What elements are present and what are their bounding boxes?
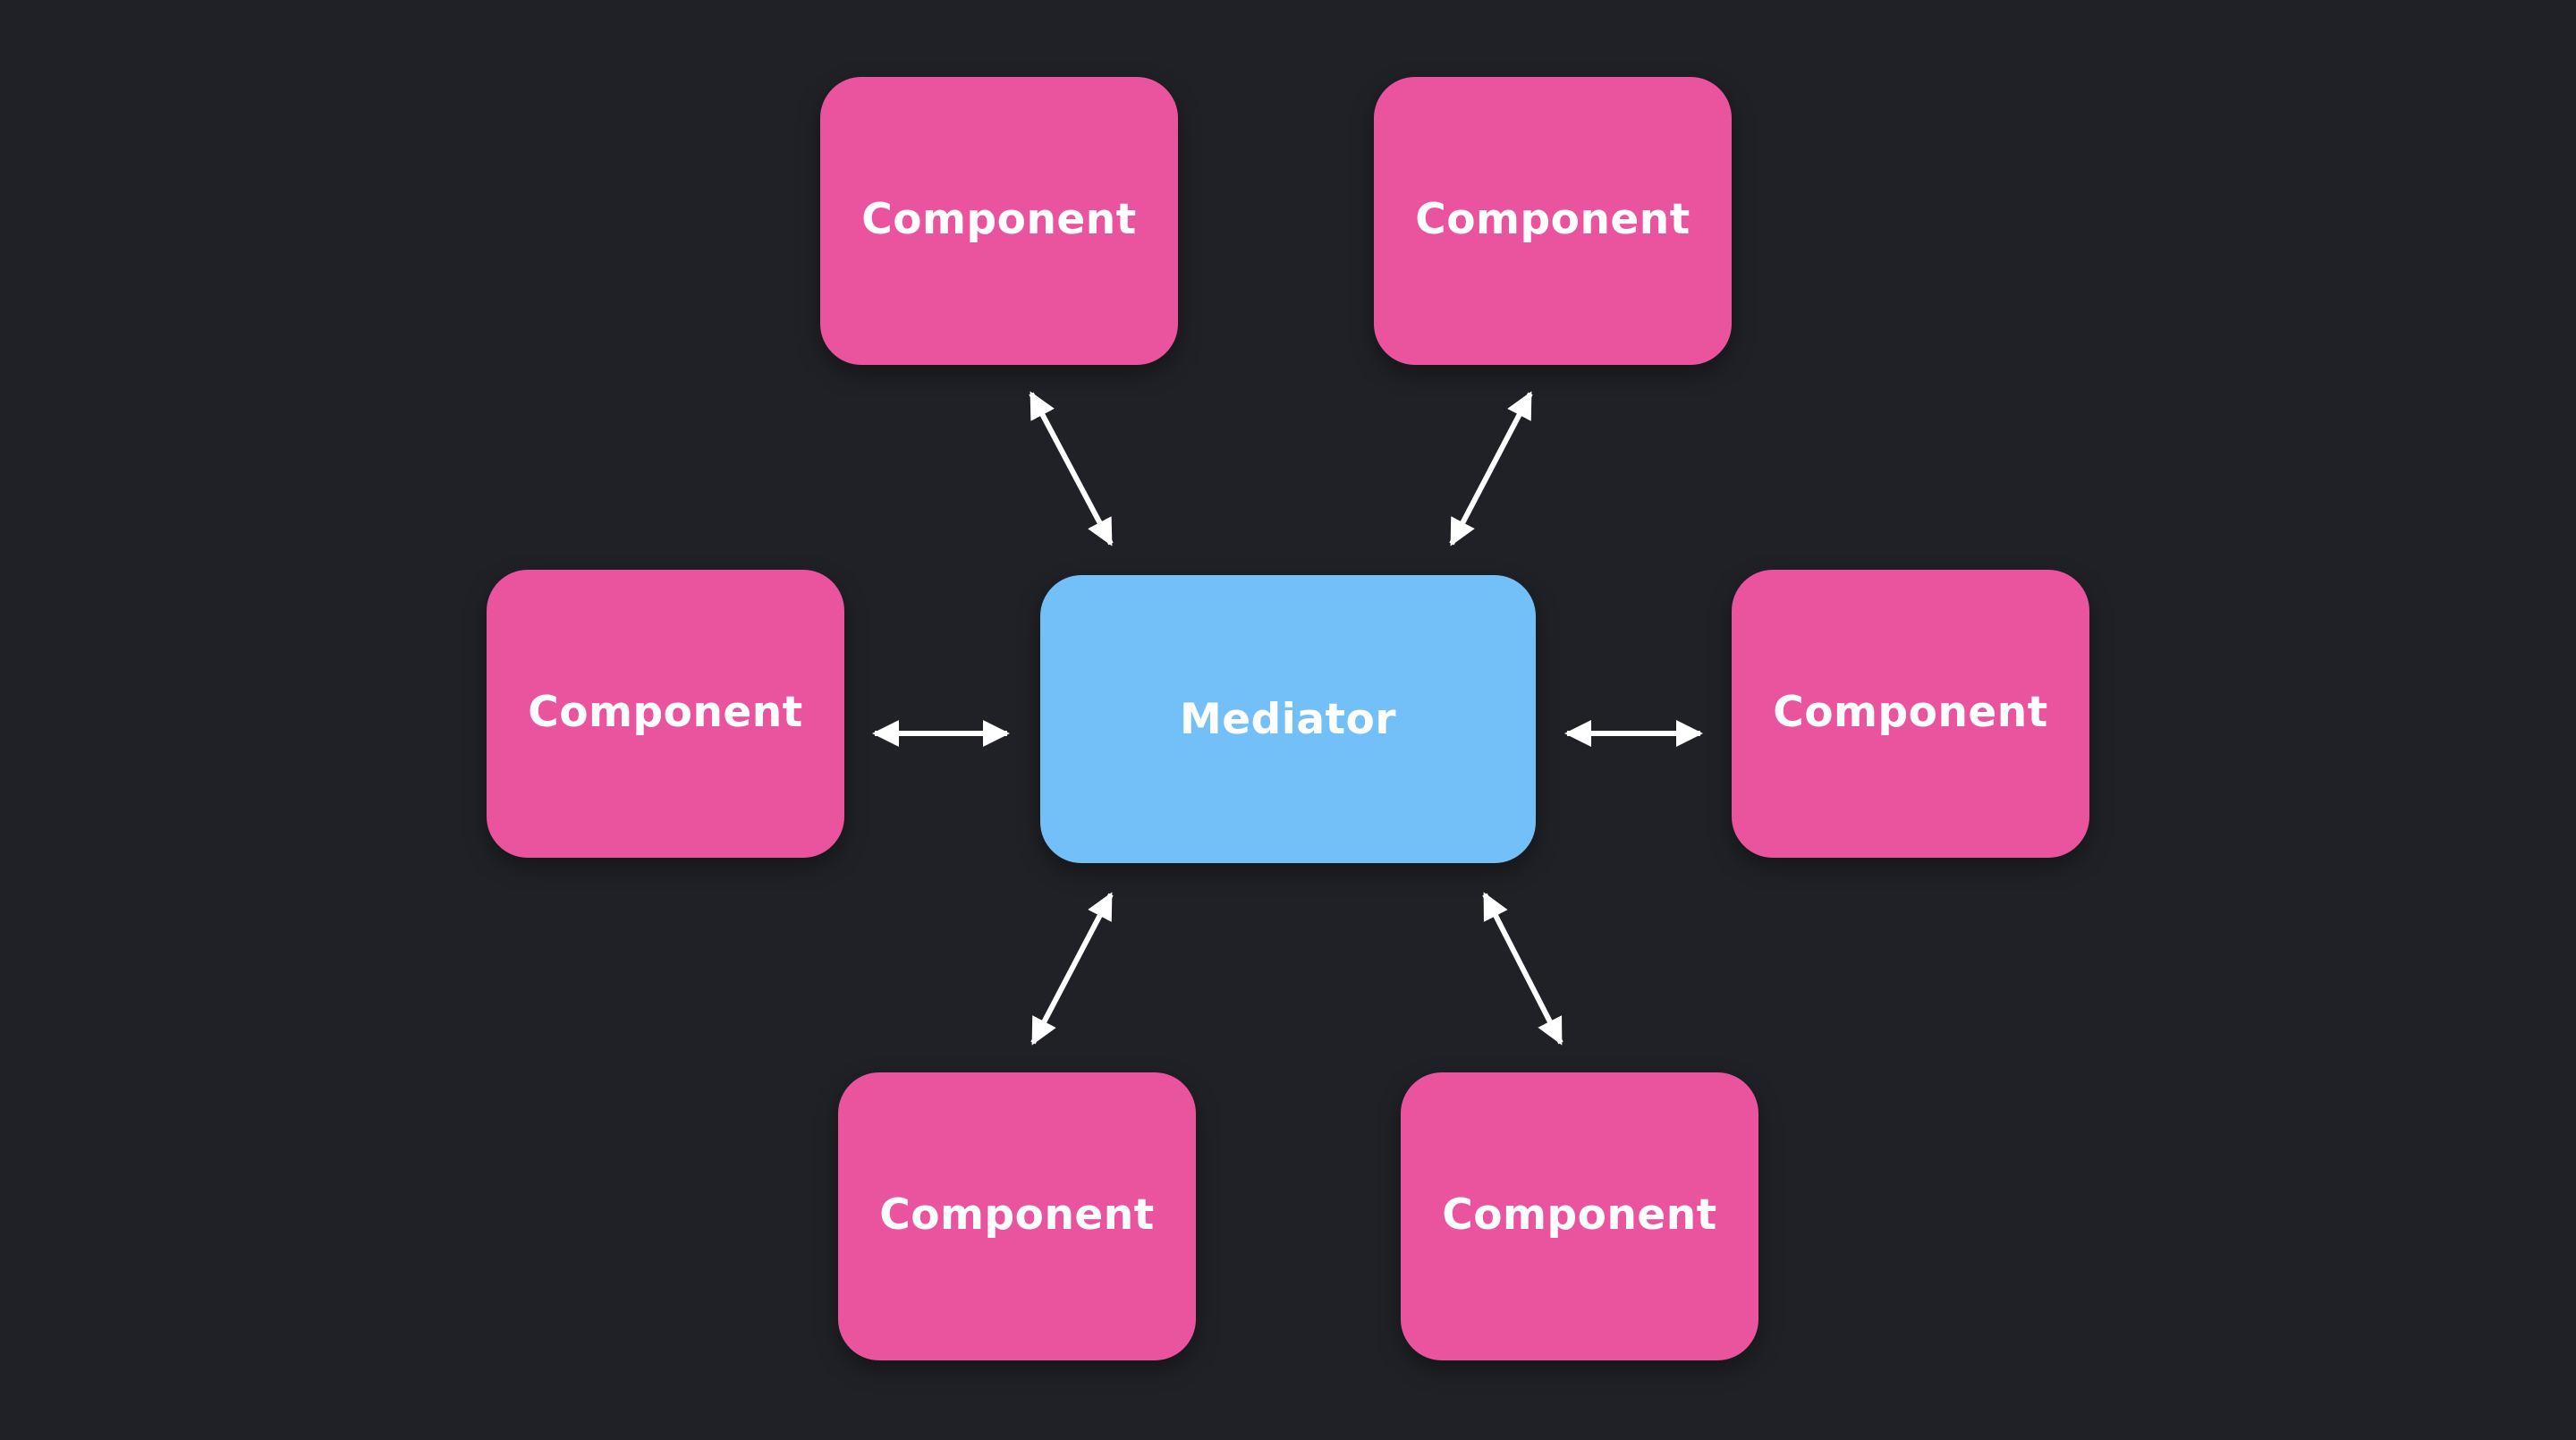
component-node-right: Component xyxy=(1732,570,2089,858)
component-label: Component xyxy=(1442,1190,1717,1240)
arrow-bottom-right xyxy=(1482,892,1563,1046)
component-label: Component xyxy=(1773,687,2048,737)
component-node-bottom-right: Component xyxy=(1401,1072,1758,1360)
arrow-top-right xyxy=(1449,391,1533,546)
component-node-left: Component xyxy=(487,570,844,858)
component-label: Component xyxy=(1415,194,1690,244)
arrow-top-left xyxy=(1029,391,1114,546)
component-label: Component xyxy=(879,1190,1155,1240)
mediator-node: Mediator xyxy=(1040,575,1536,863)
component-label: Component xyxy=(528,687,803,737)
component-node-top-left: Component xyxy=(820,77,1178,365)
component-node-bottom-left: Component xyxy=(838,1072,1196,1360)
component-node-top-right: Component xyxy=(1374,77,1732,365)
mediator-label: Mediator xyxy=(1179,694,1397,744)
component-label: Component xyxy=(861,194,1137,244)
arrow-bottom-left xyxy=(1030,892,1114,1046)
